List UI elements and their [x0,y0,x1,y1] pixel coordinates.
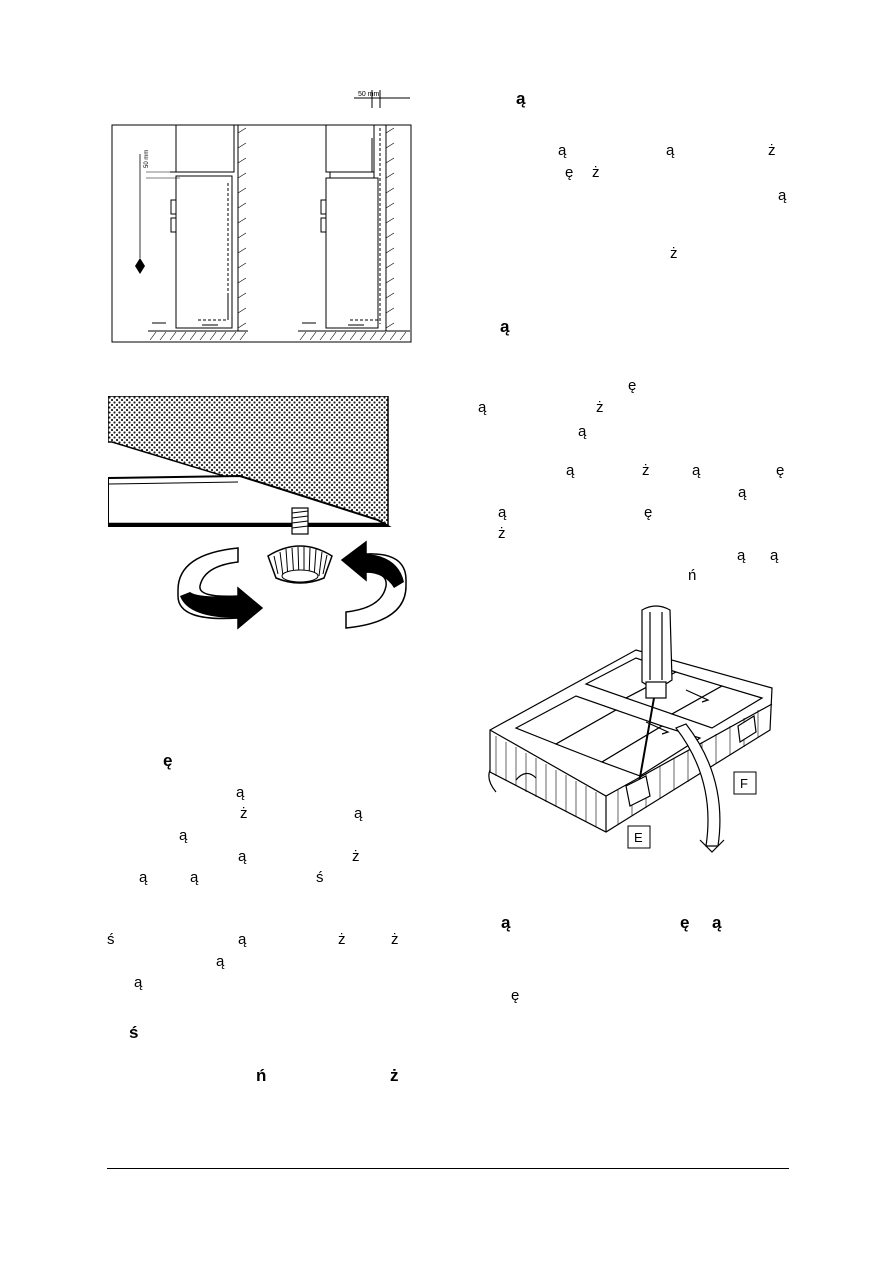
text-fragment: ż [498,525,506,542]
text-fragment: ż [352,848,360,865]
text-fragment: ż [768,142,776,159]
footer-rule [107,1168,789,1169]
text-fragment: ń [688,567,697,584]
text-fragment: ż [391,931,399,948]
text-fragment: ą [516,89,526,108]
text-fragment: ą [478,399,487,416]
text-fragment: ś [107,931,115,948]
text-fragment: ę [680,913,690,932]
text-fragment: ą [578,423,587,440]
text-fragment: ą [498,504,507,521]
text-fragment: ą [770,547,779,564]
text-fragment: ż [390,1066,399,1085]
text-fragment: ą [778,187,787,204]
callout-e: E [634,830,643,845]
text-fragment: ś [129,1023,139,1042]
text-fragment: ę [565,164,574,181]
text-fragment: ę [511,987,520,1004]
text-fragment: ą [666,142,675,159]
text-fragment: ż [240,805,248,822]
text-fragment: ą [139,869,148,886]
text-fragment: ś [316,869,324,886]
clearance-top-label: 50 mm [358,91,380,98]
text-fragment: ą [737,547,746,564]
text-fragment: ń [256,1066,267,1085]
installation-diagram: 50 mm 50 mm [111,90,412,343]
text-fragment: ż [338,931,346,948]
text-fragment: ą [712,913,722,932]
adjustable-foot-diagram [108,396,407,630]
text-fragment: ż [596,399,604,416]
text-fragment: ą [692,462,701,479]
text-fragment: ą [216,953,225,970]
text-fragment: ą [566,462,575,479]
text-fragment: ą [134,974,143,991]
text-fragment: ą [179,827,188,844]
text-fragment: ż [592,164,600,181]
text-fragment: ą [238,848,247,865]
clearance-side-label: 50 mm [144,150,150,168]
callout-f: F [740,776,748,791]
filter-cartridge-diagram: E F [488,605,773,853]
text-fragment: ą [500,317,510,336]
text-fragment: ę [628,377,637,394]
text-fragment: ą [501,913,511,932]
text-fragment: ę [776,462,785,479]
text-fragment: ą [558,142,567,159]
text-fragment: ę [163,751,173,770]
text-fragment: ą [354,805,363,822]
text-fragment: ę [644,504,653,521]
text-fragment: ą [238,931,247,948]
text-fragment: ą [190,869,199,886]
text-fragment: ą [236,784,245,801]
text-fragment: ż [642,462,650,479]
text-fragment: ą [738,484,747,501]
text-fragment: ż [670,245,678,262]
